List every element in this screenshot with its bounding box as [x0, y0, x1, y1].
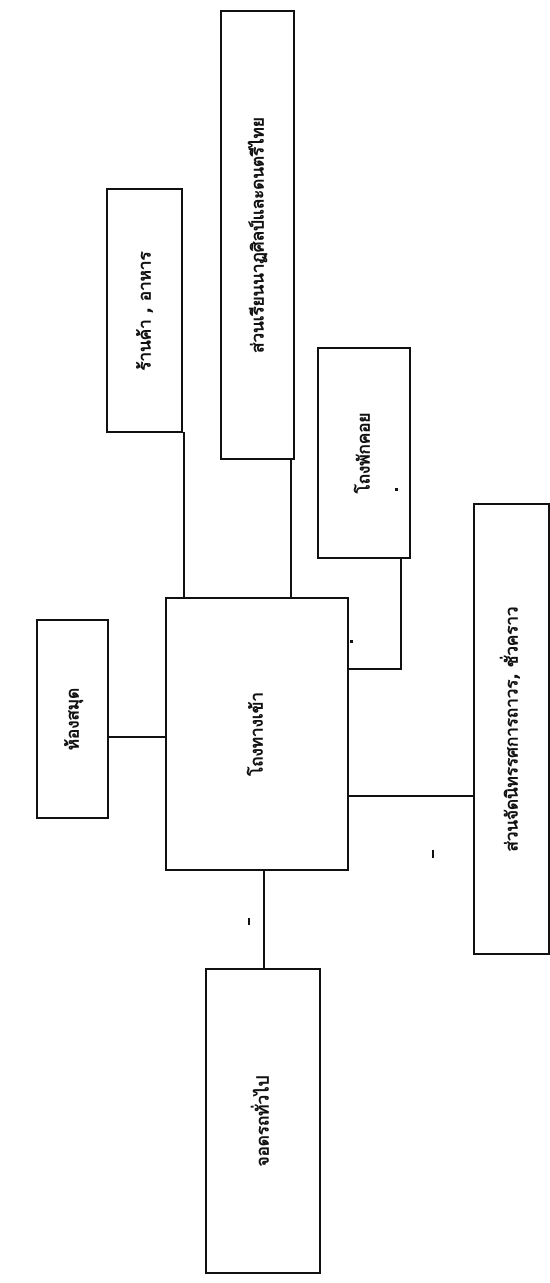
node-shop-food: ร้านค้า , อาหาร	[106, 188, 183, 433]
stray-mark	[248, 918, 250, 925]
node-thai-arts-school-label: ส่วนเรียนนาฏศิลป์และดนตรีไทย	[248, 117, 268, 353]
node-entrance-hall: โถงทางเข้า	[165, 597, 349, 871]
stray-mark	[350, 640, 353, 643]
node-waiting-hall-label: โถงพักคอย	[354, 412, 375, 494]
node-parking: จอดรถทั่วไป	[205, 968, 321, 1274]
connector-management-entrance	[348, 795, 473, 797]
node-thai-arts-school: ส่วนเรียนนาฏศิลป์และดนตรีไทย	[220, 10, 295, 460]
node-library-label: ห้องสมุด	[63, 687, 83, 751]
node-entrance-hall-label: โถงทางเข้า	[247, 692, 268, 776]
stray-mark	[395, 488, 398, 491]
stray-mark	[432, 850, 434, 858]
node-management: ส่วนจัดนิทรรศการถาวร, ชั่วคราว	[473, 503, 550, 955]
connector-school-entrance	[290, 459, 292, 598]
connector-shop-entrance	[183, 432, 185, 598]
connector-parking-entrance	[263, 870, 265, 970]
node-waiting-hall: โถงพักคอย	[317, 347, 411, 559]
node-library: ห้องสมุด	[36, 619, 109, 819]
node-management-label: ส่วนจัดนิทรรศการถาวร, ชั่วคราว	[502, 606, 522, 852]
connector-library-entrance	[108, 736, 165, 738]
connector-waiting-vertical	[400, 558, 402, 670]
node-parking-label: จอดรถทั่วไป	[253, 1075, 274, 1167]
connector-waiting-horizontal	[348, 668, 402, 670]
node-shop-food-label: ร้านค้า , อาหาร	[135, 250, 155, 371]
